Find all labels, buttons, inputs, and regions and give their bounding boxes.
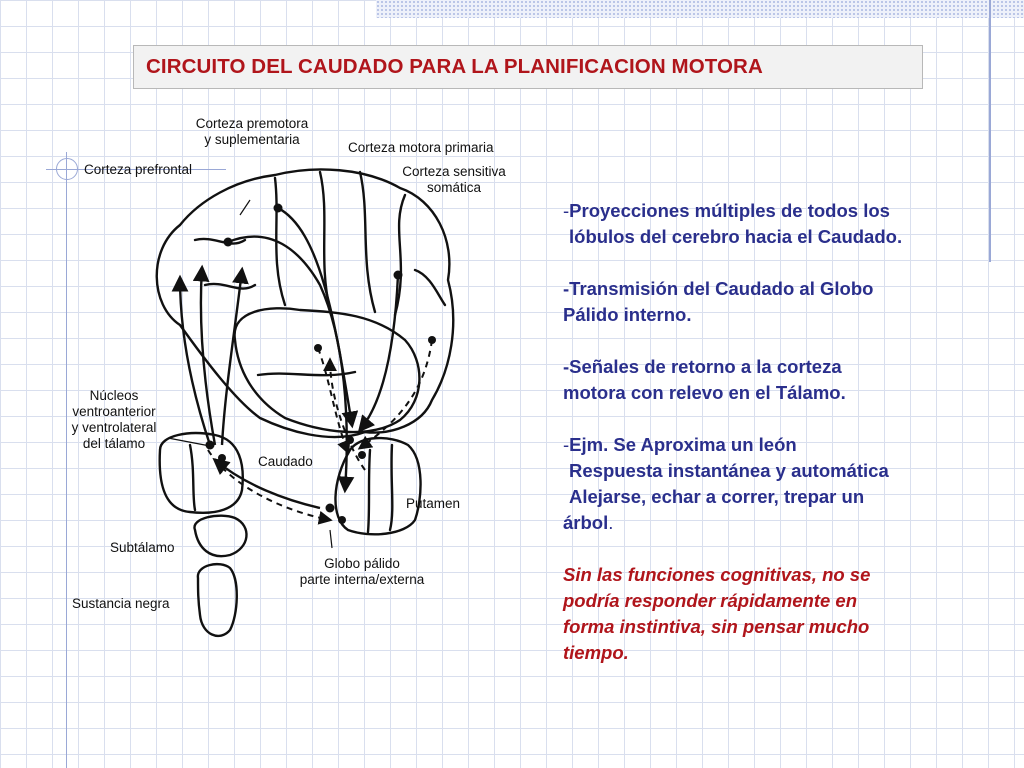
note-3-line2: motora con relevo en el Tálamo.	[563, 382, 846, 403]
note-4-line1: Ejm. Se Aproxima un león	[569, 434, 797, 455]
note-1-dash: -	[563, 200, 570, 221]
label-globo-line2: parte interna/externa	[299, 572, 425, 587]
note-2-line2: Pálido interno.	[563, 304, 692, 325]
left-decorative-rule	[66, 152, 67, 768]
slide-title: CIRCUITO DEL CAUDADO PARA LA PLANIFICACI…	[146, 55, 763, 78]
note-4-dash: -	[563, 434, 570, 455]
note-4-line4: árbol	[563, 512, 609, 533]
note-3-line1: -Señales de retorno a la corteza	[563, 356, 842, 377]
note-1-line2: lóbulos del cerebro hacia el Caudado.	[569, 226, 903, 247]
putamen-outline	[334, 436, 422, 536]
label-premotora: Corteza premotora y suplementaria	[182, 116, 322, 148]
label-nucleos-line3: y ventrolateral	[71, 420, 157, 435]
label-nucleos-line4: del tálamo	[82, 436, 146, 451]
note-2-line1: -Transmisión del Caudado al Globo	[563, 278, 874, 299]
label-nucleos-talamo: Núcleos ventroanterior y ventrolateral d…	[58, 388, 170, 452]
note-proyecciones: -Proyecciones múltiples de todos los lób…	[563, 198, 1003, 250]
label-subtalamo: Subtálamo	[110, 540, 175, 555]
brain-circuit-diagram: Corteza premotora y suplementaria Cortez…	[30, 100, 540, 660]
label-sustancia-negra: Sustancia negra	[72, 596, 170, 611]
left-decorative-rule-horizontal	[46, 169, 226, 170]
note-conclusion: Sin las funciones cognitivas, no se podr…	[563, 562, 1003, 666]
cerebrum-outline	[155, 168, 455, 439]
note-5-line3: forma instintiva, sin pensar mucho	[563, 616, 870, 637]
note-5-line2: podría responder rápidamente en	[563, 590, 858, 611]
label-sensitiva-line1: Corteza sensitiva	[402, 164, 506, 179]
subthalamus-outline	[193, 514, 248, 558]
label-caudado: Caudado	[258, 454, 313, 469]
right-decorative-rule	[989, 0, 991, 262]
label-globo-palido: Globo pálido parte interna/externa	[282, 556, 442, 588]
title-box: CIRCUITO DEL CAUDADO PARA LA PLANIFICACI…	[133, 45, 923, 89]
label-nucleos-line2: ventroanterior	[72, 404, 156, 419]
label-nucleos-line1: Núcleos	[89, 388, 139, 403]
top-decorative-band	[376, 0, 1024, 18]
thalamus-outline	[158, 431, 244, 514]
label-globo-line1: Globo pálido	[324, 556, 400, 571]
label-premotora-line1: Corteza premotora	[195, 116, 309, 131]
note-5-line4: tiempo.	[563, 642, 629, 663]
note-4-line2: Respuesta instantánea y automática	[569, 460, 889, 481]
substantia-nigra-outline	[196, 563, 238, 637]
note-4-dot: .	[608, 512, 614, 533]
notes-panel: -Proyecciones múltiples de todos los lób…	[563, 198, 1003, 692]
label-sensitiva: Corteza sensitiva somática	[392, 164, 516, 196]
label-prefrontal: Corteza prefrontal	[84, 162, 193, 177]
note-4-line3: Alejarse, echar a correr, trepar un	[569, 486, 865, 507]
label-sensitiva-line2: somática	[426, 180, 482, 195]
label-motora-primaria: Corteza motora primaria	[348, 140, 494, 155]
note-1-line1: Proyecciones múltiples de todos los	[569, 200, 890, 221]
note-senales-retorno: -Señales de retorno a la corteza motora …	[563, 354, 1003, 406]
left-decorative-circle	[56, 158, 78, 180]
label-putamen: Putamen	[406, 496, 461, 511]
note-5-line1: Sin las funciones cognitivas, no se	[563, 564, 871, 585]
temporal-lobe	[233, 307, 421, 434]
brain-drawing	[155, 168, 455, 637]
note-transmision: -Transmisión del Caudado al Globo Pálido…	[563, 276, 1003, 328]
note-ejemplo: -Ejm. Se Aproxima un león Respuesta inst…	[563, 432, 1003, 536]
label-premotora-line2: y suplementaria	[204, 132, 300, 147]
